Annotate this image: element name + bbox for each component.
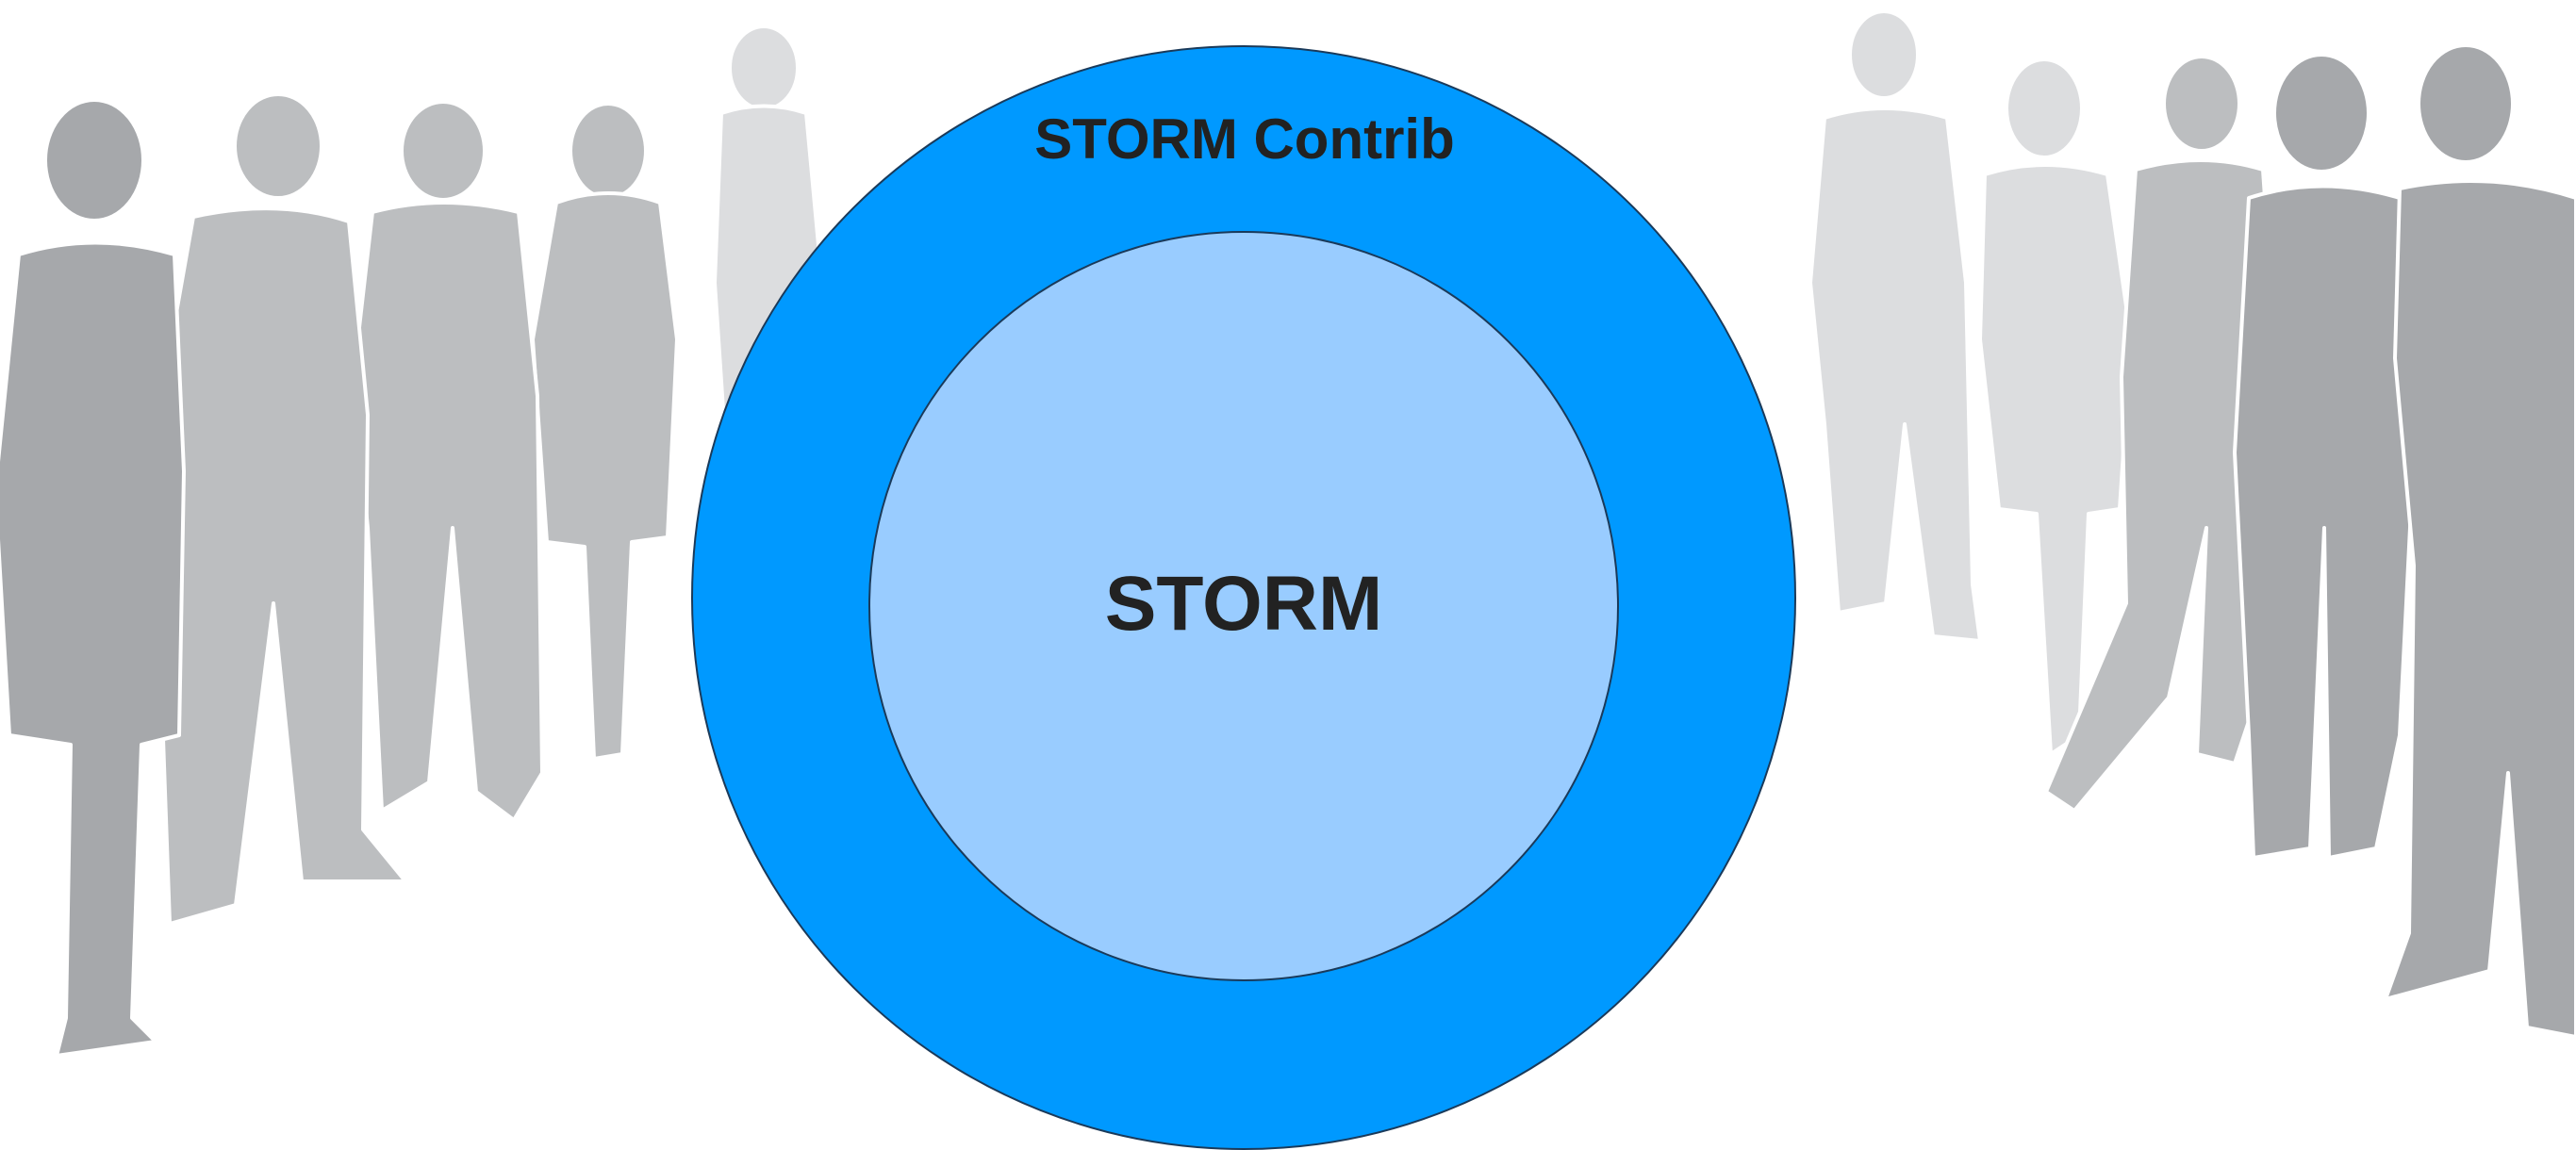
- person-silhouette-left-2: [154, 92, 407, 926]
- right-people-group: [1808, 9, 2576, 1039]
- storm-core-label: STORM: [1105, 561, 1383, 647]
- person-silhouette-left-3: [352, 100, 544, 822]
- person-silhouette-left-1: [0, 98, 186, 1058]
- person-silhouette-right-5: [2384, 43, 2576, 1039]
- storm-contrib-label: STORM Contrib: [1034, 107, 1455, 171]
- person-silhouette-right-2: [1978, 58, 2133, 756]
- person-silhouette-left-4: [531, 102, 679, 761]
- storm-core-circle: [868, 231, 1619, 981]
- person-silhouette-right-1: [1808, 9, 1982, 643]
- person-silhouette-right-4: [2233, 53, 2416, 860]
- storm-diagram: STORM Contrib STORM: [691, 45, 1796, 1150]
- person-silhouette-right-3: [2044, 55, 2279, 813]
